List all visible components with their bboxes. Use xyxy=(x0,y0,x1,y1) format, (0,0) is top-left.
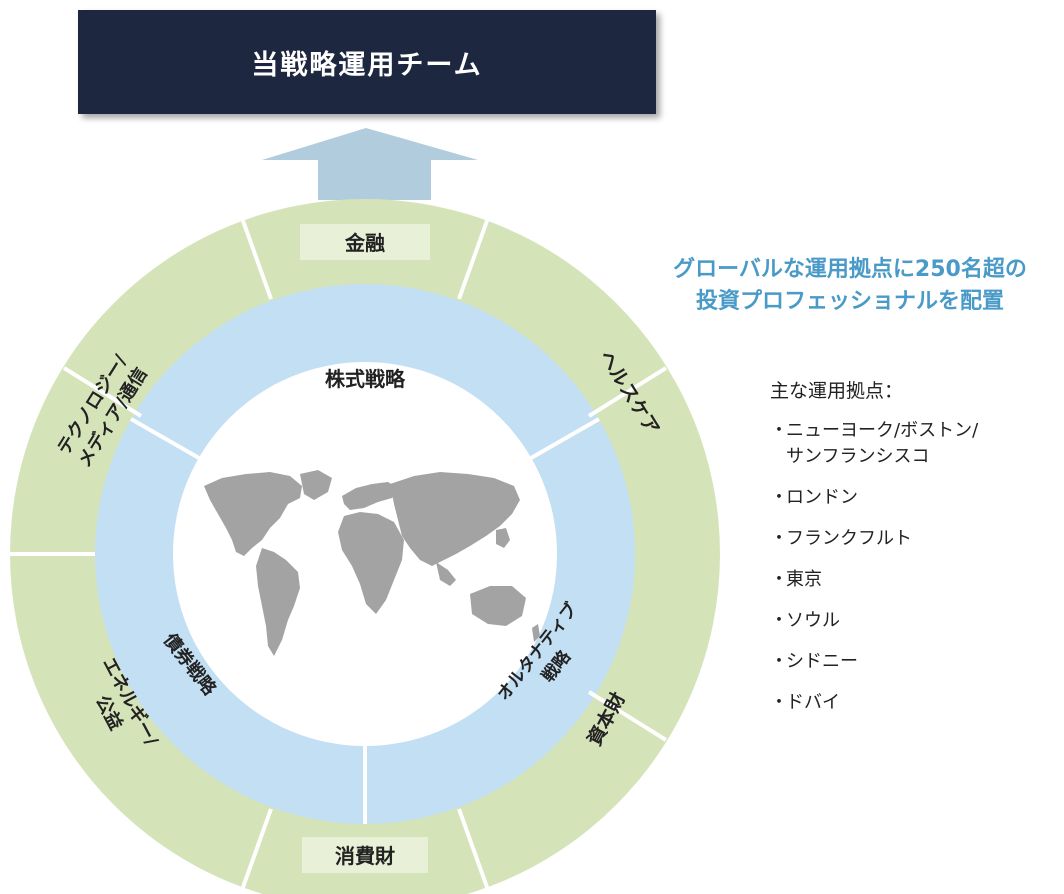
headline-line1: グローバルな運用拠点に250名超の xyxy=(673,257,1027,282)
bullet: ・ xyxy=(770,487,788,508)
list-item: ・ソウル xyxy=(770,608,978,634)
location-name: ドバイ xyxy=(786,692,840,713)
team-title: 当戦略運用チーム xyxy=(251,49,483,81)
bullet: ・ xyxy=(770,610,788,631)
location-name: ソウル xyxy=(786,610,840,631)
list-item: ・東京 xyxy=(770,567,978,593)
bullet: ・ xyxy=(770,420,788,441)
inner-dividers xyxy=(130,417,600,824)
headline: グローバルな運用拠点に250名超の 投資プロフェッショナルを配置 xyxy=(640,254,1060,318)
world-map-icon xyxy=(204,470,540,656)
outer-dividers xyxy=(0,203,668,894)
bullet: ・ xyxy=(770,651,788,672)
strategy-equity: 株式戦略 xyxy=(325,367,406,391)
list-item: ・ドバイ xyxy=(770,690,978,716)
list-item: ・ニューヨーク/ボストン/ サンフランシスコ xyxy=(770,418,978,470)
location-name: 東京 xyxy=(786,569,822,590)
location-name: シドニー xyxy=(786,651,858,672)
bullet: ・ xyxy=(770,569,788,590)
bullet: ・ xyxy=(770,528,788,549)
sector-consumer: 消費財 xyxy=(335,844,395,868)
list-item: ・フランクフルト xyxy=(770,526,978,552)
location-name: フランクフルト xyxy=(786,528,912,549)
list-item: ・ロンドン xyxy=(770,485,978,511)
locations-list: ・ニューヨーク/ボストン/ サンフランシスコ ・ロンドン ・フランクフルト ・東… xyxy=(770,418,978,731)
up-arrow xyxy=(262,128,478,200)
headline-line2: 投資プロフェッショナルを配置 xyxy=(695,289,1004,314)
sector-finance: 金融 xyxy=(344,231,385,255)
list-item: ・シドニー xyxy=(770,649,978,675)
sector-label-bg xyxy=(300,224,430,260)
location-name: ロンドン xyxy=(786,487,858,508)
bullet: ・ xyxy=(770,692,788,713)
sector-label-bg xyxy=(302,837,428,873)
location-name: ニューヨーク/ボストン/ サンフランシスコ xyxy=(786,420,979,467)
team-box: 当戦略運用チーム xyxy=(78,10,656,114)
locations-title: 主な運用拠点： xyxy=(770,380,904,402)
